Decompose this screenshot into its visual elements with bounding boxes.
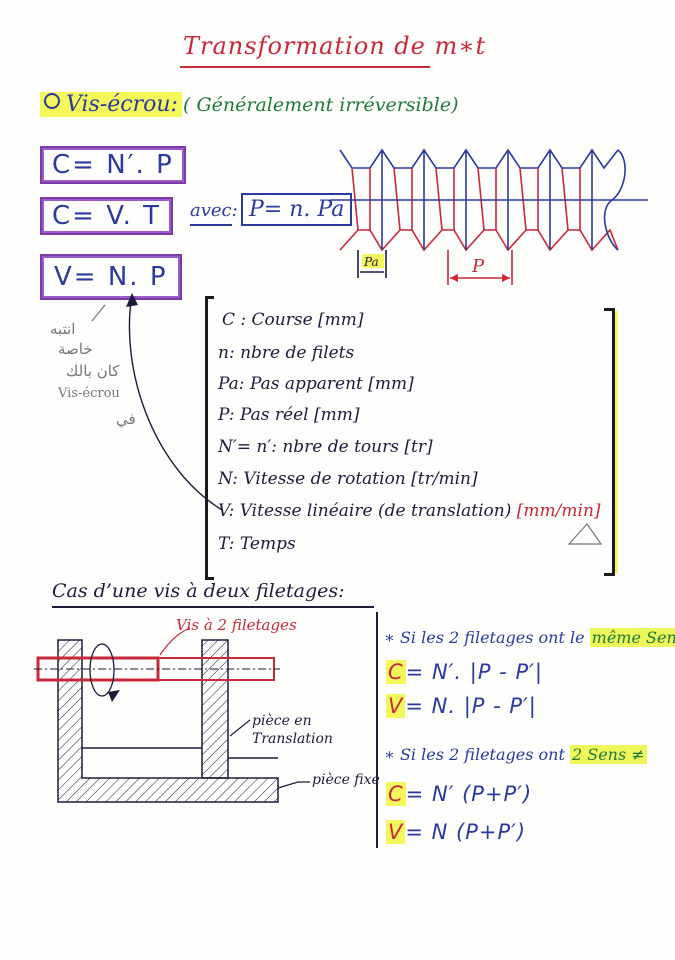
thread-diagram: Pa P [330,148,648,285]
arabic-note-4: Vis-écrou [58,386,120,401]
case2-formula-c: C= N′ (P+P′) [386,782,532,806]
avec-underline [190,224,232,226]
formula-box-vitesse: V= N. P [40,254,182,300]
arabic-note-5: في [116,410,136,428]
translating-piece [201,639,229,779]
arabic-note-2: خاصة [58,340,93,358]
fixed-frame [57,639,279,803]
pas-formula-box: P= n. Pa [241,193,353,226]
thread-profile [330,148,648,285]
section-heading-text: Vis-écrou: [66,92,178,117]
label-p: P [471,256,485,277]
definition-pas-apparent: Pa: Pas apparent [mm] [218,374,414,394]
definition-pas-reel: P: Pas réel [mm] [218,405,360,425]
case2-formula-v: V= N (P+P′) [386,820,526,844]
case1-formula-v-rest: = N. |P - P′| [405,694,537,718]
definition-course: C : Course [mm] [222,310,364,330]
arabic-note-1: انتبه [50,320,76,338]
annotation-arrows [91,293,223,511]
case2-formula-c-rest: = N′ (P+P′) [405,782,533,806]
definition-temps: T: Temps [218,534,296,554]
arabic-note-3: كان بالك [66,362,120,380]
definitions-bracket-left [205,296,214,580]
page-title: Transformation de m∗t [183,32,487,60]
case1-formula-v-symbol: V [386,694,406,718]
case1-formula-c-symbol: C [386,660,406,684]
case1-condition-text: ∗ Si les 2 filetages ont le [384,628,585,647]
definition-vitesse-lineaire: V: Vitesse linéaire (de translation) [mm… [218,501,601,521]
case2-formula-v-symbol: V [386,820,406,844]
case1-formula-v: V= N. |P - P′| [386,694,537,718]
case1-formula-c: C= N′. |P - P′| [386,660,543,684]
definition-vitesse-lineaire-text: V: Vitesse linéaire (de translation) [218,501,512,521]
mechanism-diagram [34,627,310,803]
section-heading-vis-ecrou: Vis-écrou: [40,92,182,117]
case2-highlight: 2 Sens ≠ [569,745,647,764]
case1-formula-c-rest: = N′. |P - P′| [405,660,543,684]
irreversible-note: ( Généralement irréversible) [183,94,459,116]
cases-divider [376,612,378,848]
case2-condition-text: ∗ Si les 2 filetages ont [384,745,565,764]
definition-vitesse-rotation: N: Vitesse de rotation [tr/min] [218,469,478,489]
definition-tours: N′= n′: nbre de tours [tr] [218,437,433,457]
formula-box-course-vitesse: C= V. T [40,197,174,235]
definitions-bracket-right [604,308,615,576]
case2-formula-c-symbol: C [386,782,406,806]
definition-filets: n: nbre de filets [218,343,355,363]
section-heading-underline [52,606,374,608]
label-pa: Pa [363,255,379,269]
triangle-icon [567,523,603,545]
label-vis-2-filetages: Vis à 2 filetages [176,616,297,634]
definition-vitesse-lineaire-unit: [mm/min] [516,501,601,521]
case2-formula-v-rest: = N (P+P′) [405,820,527,844]
bullet-icon [44,93,60,109]
case1-condition: ∗ Si les 2 filetages ont le même Sens [384,628,675,647]
label-piece-fixe: pièce fixe [312,772,380,788]
case1-highlight: même Sens [589,628,675,647]
case2-condition: ∗ Si les 2 filetages ont 2 Sens ≠ [384,745,647,764]
formula-box-course-tours: C= N′. P [40,146,186,184]
section-heading-deux-filetages: Cas d’une vis à deux filetages: [52,580,345,602]
avec-label: avec: [190,200,238,221]
title-underline [180,66,430,68]
label-piece-translation: pièce en Translation [252,713,333,747]
